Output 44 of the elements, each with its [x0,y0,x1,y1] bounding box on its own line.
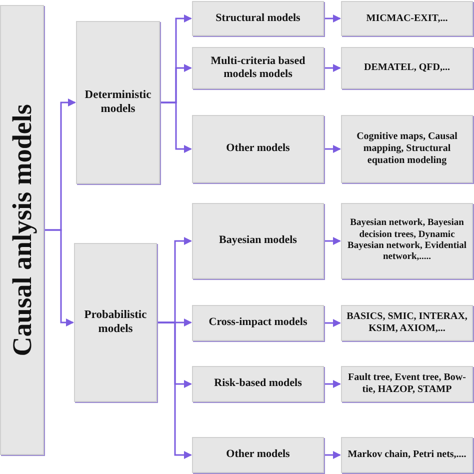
box-label: Multi-criteria based models models [210,54,306,82]
model-box [341,366,473,402]
model-box [76,21,160,184]
box-label: Fault tree, Event tree, Bow-tie, HAZOP, STAMP [347,372,467,396]
box-label: Other models [226,142,290,156]
arrow [324,451,341,459]
model-box [192,305,324,341]
box-label: Structural models [216,12,300,26]
model-box [341,1,473,36]
box-label: Cognitive maps, Causal mapping, Structural equation modeling [356,131,458,167]
arrow [324,145,341,153]
model-box [341,437,473,473]
arrow [160,102,192,153]
arrow [324,319,341,327]
model-box [192,437,324,473]
model-box [341,203,473,279]
arrow [44,229,74,326]
box-label: Other models [226,448,290,462]
box-label: Bayesian models [219,234,297,248]
vertical-title: Causal anlysis models [6,104,38,356]
model-box [341,305,473,341]
arrow [324,14,341,22]
box-label: Risk-based models [214,377,302,391]
arrow [324,64,341,72]
arrow [324,237,341,245]
box-label: Probabilistic models [83,308,148,336]
box-label: Markov chain, Petri nets,.... [348,449,466,461]
model-box [192,203,324,279]
model-box [192,47,324,89]
arrow [324,380,341,388]
model-box [341,47,473,89]
arrow [157,322,192,459]
box-label: Cross-impact models [208,316,308,330]
model-box [341,115,473,183]
box-label: Bayesian network, Bayesian decision trees, Dynamic Bayesian network, Evidential network,..... [346,218,468,264]
box-label: BASICS, SMIC, INTERAX, KSIM, AXIOM,... [346,311,468,335]
model-box [192,366,324,402]
model-box [74,243,157,402]
box-label: MICMAC-EXIT,... [366,12,448,24]
model-box [192,115,324,183]
root-box [0,5,44,455]
box-label: DEMATEL, QFD,... [364,62,450,74]
model-box [192,1,324,36]
box-label: Deterministic models [84,88,152,116]
